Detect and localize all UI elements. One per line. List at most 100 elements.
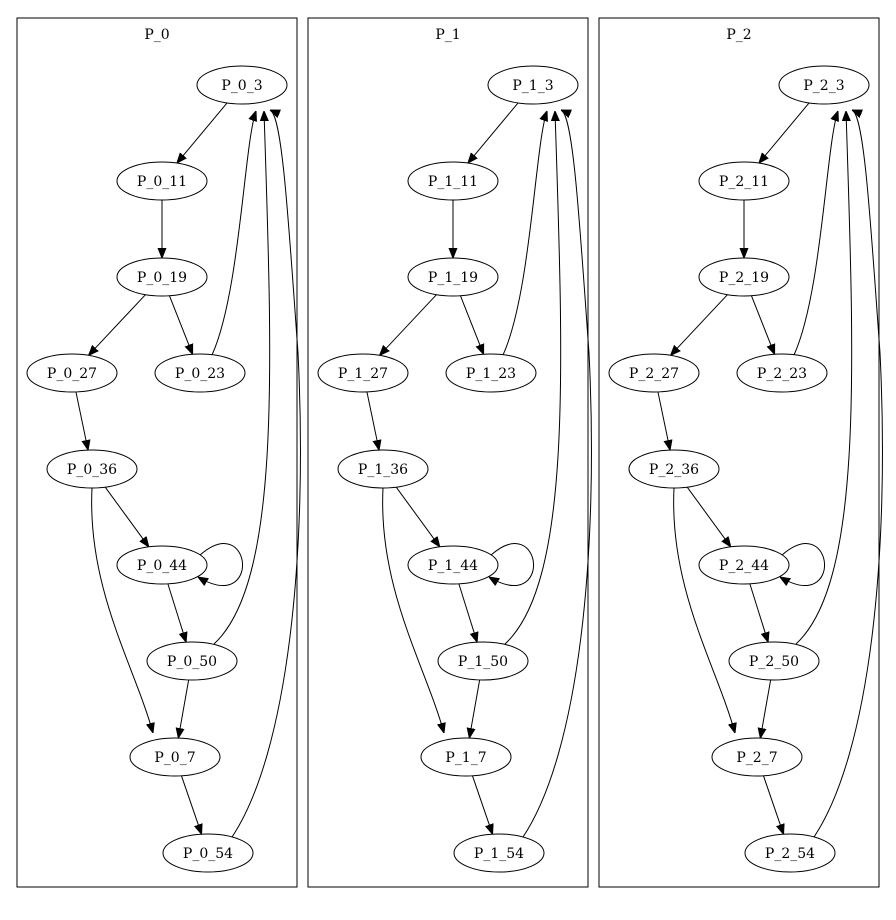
node-p-0-44[interactable]: P_0_44 (116, 545, 208, 585)
node-label: P_0_54 (183, 846, 233, 862)
node-p-0-11[interactable]: P_0_11 (116, 161, 208, 201)
cluster-border (307, 17, 589, 888)
cluster-border (16, 17, 298, 888)
edge-p-1-50-to-p-1-7 (469, 679, 481, 738)
edge-p-2-44-to-p-2-50 (749, 583, 768, 642)
node-ellipse (116, 161, 208, 201)
edges (75, 102, 301, 838)
node-label: P_1_7 (445, 750, 486, 766)
node-p-1-23[interactable]: P_1_23 (445, 353, 537, 393)
node-label: P_1_23 (466, 366, 516, 382)
edge-p-0-54-to-p-0-3 (231, 110, 301, 838)
edge-p-1-3-to-p-1-11 (468, 102, 519, 163)
node-p-0-54[interactable]: P_0_54 (162, 833, 254, 873)
node-p-0-50[interactable]: P_0_50 (146, 641, 238, 681)
node-ellipse (407, 161, 499, 201)
edge-p-1-19-to-p-1-27 (380, 294, 437, 356)
node-p-0-36[interactable]: P_0_36 (46, 449, 138, 489)
edge-p-1-7-to-p-1-54 (471, 775, 492, 834)
edge-p-1-36-to-p-1-7 (382, 487, 444, 733)
node-ellipse (317, 353, 409, 393)
node-ellipse (445, 353, 537, 393)
edge-p-2-27-to-p-2-36 (657, 391, 670, 450)
node-ellipse (407, 545, 499, 585)
node-p-1-19[interactable]: P_1_19 (407, 257, 499, 297)
node-label: P_0_44 (137, 558, 187, 574)
node-p-1-54[interactable]: P_1_54 (453, 833, 545, 873)
edge-p-0-3-to-p-0-11 (177, 102, 228, 163)
edge-p-0-7-to-p-0-54 (180, 775, 201, 834)
node-p-2-3[interactable]: P_2_3 (778, 65, 870, 105)
node-label: P_2_23 (757, 366, 807, 382)
node-p-1-11[interactable]: P_1_11 (407, 161, 499, 201)
node-label: P_1_36 (358, 462, 408, 478)
node-ellipse (154, 353, 246, 393)
node-p-1-36[interactable]: P_1_36 (337, 449, 429, 489)
node-label: P_0_11 (137, 174, 187, 190)
node-ellipse (337, 449, 429, 489)
node-label: P_1_27 (338, 366, 388, 382)
edge-p-0-50-to-p-0-3 (213, 111, 271, 645)
node-ellipse (162, 833, 254, 873)
node-p-1-44[interactable]: P_1_44 (407, 545, 499, 585)
node-p-0-27[interactable]: P_0_27 (26, 353, 118, 393)
node-p-1-50[interactable]: P_1_50 (437, 641, 529, 681)
node-label: P_2_44 (719, 558, 769, 574)
node-p-0-19[interactable]: P_0_19 (116, 257, 208, 297)
node-p-1-3[interactable]: P_1_3 (487, 65, 579, 105)
node-ellipse (437, 641, 529, 681)
node-p-1-7[interactable]: P_1_7 (420, 737, 512, 777)
node-p-1-27[interactable]: P_1_27 (317, 353, 409, 393)
node-p-2-27[interactable]: P_2_27 (608, 353, 700, 393)
node-p-2-7[interactable]: P_2_7 (711, 737, 803, 777)
node-ellipse (698, 161, 790, 201)
node-p-2-11[interactable]: P_2_11 (698, 161, 790, 201)
node-p-2-36[interactable]: P_2_36 (628, 449, 720, 489)
node-p-2-50[interactable]: P_2_50 (728, 641, 820, 681)
cluster-p-1: P_1P_1_3P_1_11P_1_19P_1_27 P_1_23P_1_36P_… (307, 17, 592, 888)
edge-p-0-50-to-p-0-7 (178, 679, 190, 738)
edge-p-0-36-to-p-0-7 (91, 487, 153, 733)
node-label: P_2_19 (719, 270, 769, 286)
node-label: P_2_50 (749, 654, 799, 670)
node-ellipse (116, 257, 208, 297)
node-ellipse (146, 641, 238, 681)
node-ellipse (736, 353, 828, 393)
node-ellipse (698, 545, 790, 585)
node-p-2-54[interactable]: P_2_54 (744, 833, 836, 873)
edge-p-2-7-to-p-2-54 (762, 775, 783, 834)
edge-p-1-23-to-p-1-3 (502, 111, 547, 356)
node-ellipse (46, 449, 138, 489)
node-label: P_1_44 (428, 558, 478, 574)
node-label: P_0_7 (154, 750, 195, 766)
node-label: P_0_3 (221, 78, 262, 94)
node-p-2-44[interactable]: P_2_44 (698, 545, 790, 585)
node-p-2-19[interactable]: P_2_19 (698, 257, 790, 297)
edges (366, 102, 592, 838)
node-label: P_0_19 (137, 270, 187, 286)
node-label: P_2_3 (803, 78, 844, 94)
edge-p-1-54-to-p-1-3 (522, 110, 592, 838)
node-p-0-7[interactable]: P_0_7 (129, 737, 221, 777)
cluster-title: P_1 (435, 27, 460, 43)
edge-p-2-19-to-p-2-23 (750, 295, 774, 355)
edge-p-2-54-to-p-2-3 (813, 110, 883, 838)
node-label: P_1_3 (512, 78, 553, 94)
edge-p-2-44-to-p-2-44 (780, 543, 825, 586)
node-ellipse (728, 641, 820, 681)
node-label: P_1_19 (428, 270, 478, 286)
node-label: P_2_7 (736, 750, 777, 766)
node-label: P_0_23 (175, 366, 225, 382)
edge-p-0-23-to-p-0-3 (211, 111, 256, 356)
node-p-0-3[interactable]: P_0_3 (196, 65, 288, 105)
node-p-0-23[interactable]: P_0_23 (154, 353, 246, 393)
node-ellipse (628, 449, 720, 489)
edge-p-2-3-to-p-2-11 (759, 102, 810, 163)
node-ellipse (608, 353, 700, 393)
node-p-2-23[interactable]: P_2_23 (736, 353, 828, 393)
edge-p-0-44-to-p-0-44 (198, 543, 243, 586)
